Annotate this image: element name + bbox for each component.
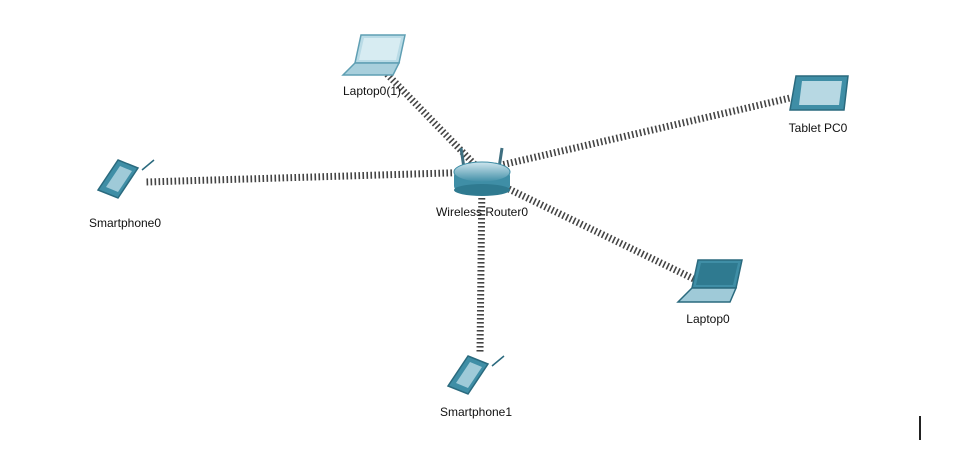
router-label: Wireless Router0 — [435, 205, 529, 219]
smartphone-icon[interactable] — [96, 159, 155, 199]
device-label-smartphone1: Smartphone1 — [439, 405, 513, 419]
link-router-smartphone1 — [476, 177, 486, 353]
laptop-icon[interactable] — [676, 259, 743, 303]
text-cursor — [919, 416, 921, 440]
link-router-tablet0 — [479, 94, 791, 174]
wireless-links — [145, 70, 791, 353]
laptop-icon[interactable] — [341, 34, 406, 76]
smartphone-icon[interactable] — [446, 355, 505, 395]
device-label-tablet0: Tablet PC0 — [788, 121, 848, 135]
device-label-laptop0: Laptop0 — [686, 312, 730, 326]
link-router-laptop0 — [478, 171, 698, 284]
link-router-laptop01 — [383, 70, 483, 173]
device-label-laptop01: Laptop0(1) — [342, 84, 402, 98]
device-label-smartphone0: Smartphone0 — [88, 216, 162, 230]
wireless-router-icon[interactable] — [453, 147, 511, 196]
link-router-smartphone0 — [145, 168, 481, 186]
tablet-icon[interactable] — [789, 75, 849, 111]
